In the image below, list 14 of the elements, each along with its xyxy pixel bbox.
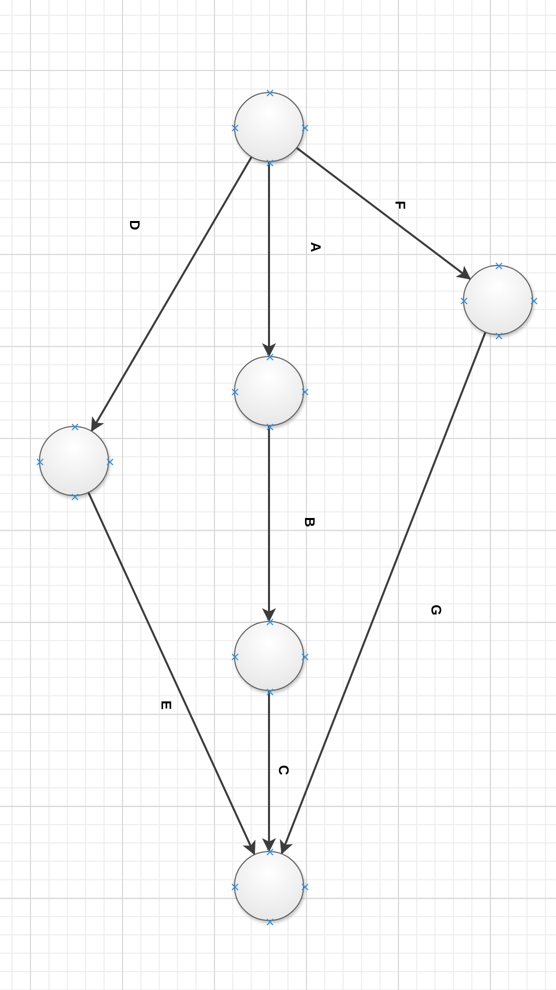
edge-label: C xyxy=(277,764,292,776)
edge-label: G xyxy=(428,604,443,616)
arrow xyxy=(88,492,256,856)
arrow xyxy=(90,156,252,432)
arrow xyxy=(262,162,276,358)
edge-label: A xyxy=(309,242,324,252)
edge-label: F xyxy=(392,200,407,210)
arrow xyxy=(280,332,486,854)
edge-label: E xyxy=(159,700,174,710)
arrow xyxy=(262,426,276,622)
edge-label: B xyxy=(303,516,318,528)
arrow xyxy=(262,691,276,852)
edge-label: D xyxy=(128,220,142,230)
arrow xyxy=(296,147,471,280)
